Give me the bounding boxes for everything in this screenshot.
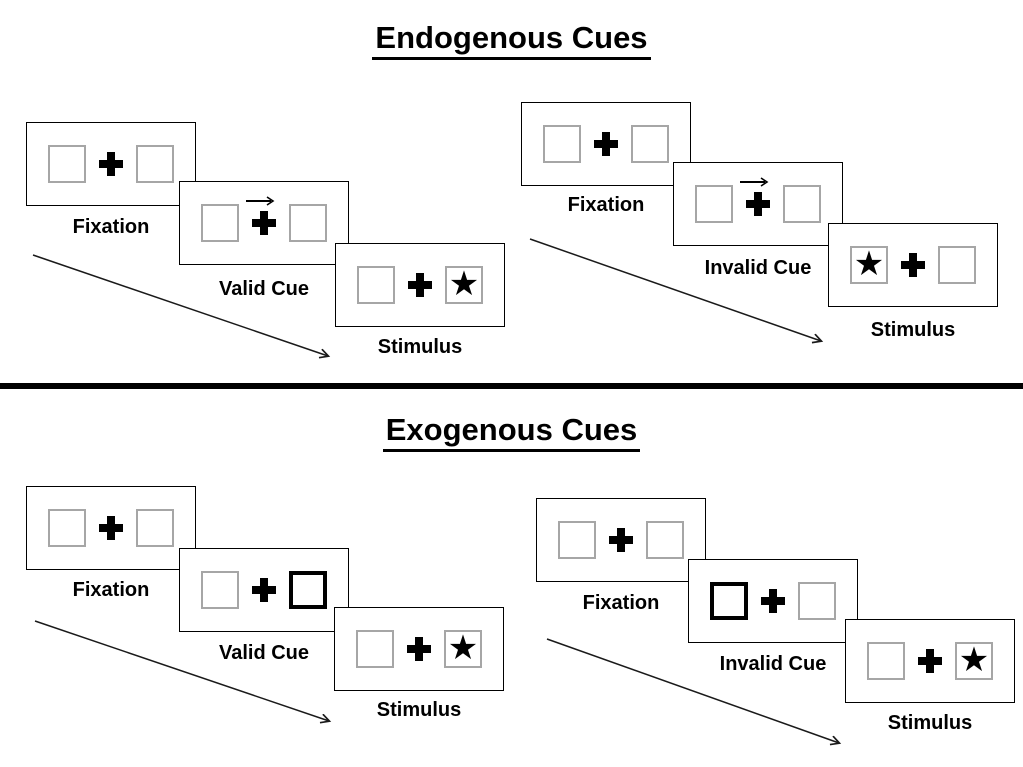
target-star-icon: ★	[447, 628, 479, 668]
fixation-cross-icon	[252, 211, 276, 235]
panel-fixation	[26, 486, 196, 570]
fixation-cross-icon	[746, 192, 770, 216]
cue-highlight-box	[710, 582, 748, 620]
panel-fixation	[26, 122, 196, 206]
panel-label: Invalid Cue	[704, 257, 812, 279]
fixation-cross-icon	[761, 589, 785, 613]
left-box: ★	[850, 246, 888, 284]
fixation-cross-icon	[609, 528, 633, 552]
time-arrow-endogenous-invalid	[529, 238, 821, 341]
section-title-text: Endogenous Cues	[372, 22, 651, 60]
panel-label: Fixation	[582, 592, 660, 614]
left-box	[357, 266, 395, 304]
panel-label: Stimulus	[377, 336, 463, 358]
right-box	[798, 582, 836, 620]
fixation-cross-icon	[594, 132, 618, 156]
panel-label: Fixation	[72, 216, 150, 238]
panel-label: Stimulus	[887, 712, 973, 734]
right-box	[646, 521, 684, 559]
panel-label: Invalid Cue	[719, 653, 827, 675]
right-box	[783, 185, 821, 223]
fixation-cross-icon	[99, 516, 123, 540]
left-box	[356, 630, 394, 668]
right-box	[136, 509, 174, 547]
right-box	[631, 125, 669, 163]
right-arrow-cue-icon	[246, 196, 275, 206]
fixation-cross-icon	[918, 649, 942, 673]
left-box	[48, 145, 86, 183]
fixation-cross-icon	[99, 152, 123, 176]
panel-label: Stimulus	[870, 319, 956, 341]
fixation-cross-icon	[408, 273, 432, 297]
panel-invalid-cue	[673, 162, 843, 246]
right-box	[136, 145, 174, 183]
section-title-endogenous: Endogenous Cues	[0, 22, 1023, 60]
right-box	[289, 204, 327, 242]
time-arrow-endogenous-valid	[32, 254, 328, 356]
left-box	[867, 642, 905, 680]
left-box	[201, 571, 239, 609]
panel-fixation	[521, 102, 691, 186]
panel-label: Stimulus	[376, 699, 462, 721]
section-divider	[0, 383, 1023, 389]
section-title-text: Exogenous Cues	[382, 414, 641, 452]
time-arrow-exogenous-valid	[34, 620, 329, 721]
panel-stimulus: ★	[334, 607, 504, 691]
target-star-icon: ★	[853, 244, 885, 284]
panel-label: Valid Cue	[218, 278, 310, 300]
fixation-cross-icon	[252, 578, 276, 602]
panel-label: Valid Cue	[218, 642, 310, 664]
cue-highlight-box	[289, 571, 327, 609]
panel-stimulus: ★	[335, 243, 505, 327]
fixation-cross-icon	[407, 637, 431, 661]
right-box: ★	[444, 630, 482, 668]
panel-valid-cue	[179, 548, 349, 632]
fixation-cross-icon	[901, 253, 925, 277]
panel-label: Fixation	[567, 194, 645, 216]
left-box	[48, 509, 86, 547]
left-box	[695, 185, 733, 223]
right-arrow-cue-icon	[740, 177, 769, 187]
section-title-exogenous: Exogenous Cues	[0, 414, 1023, 452]
panel-stimulus: ★	[845, 619, 1015, 703]
left-box	[201, 204, 239, 242]
panel-label: Fixation	[72, 579, 150, 601]
panel-fixation	[536, 498, 706, 582]
panel-invalid-cue	[688, 559, 858, 643]
left-box	[543, 125, 581, 163]
right-box: ★	[955, 642, 993, 680]
panel-valid-cue	[179, 181, 349, 265]
panel-stimulus: ★	[828, 223, 998, 307]
target-star-icon: ★	[958, 640, 990, 680]
target-star-icon: ★	[448, 264, 480, 304]
left-box	[558, 521, 596, 559]
right-box	[938, 246, 976, 284]
right-box: ★	[445, 266, 483, 304]
